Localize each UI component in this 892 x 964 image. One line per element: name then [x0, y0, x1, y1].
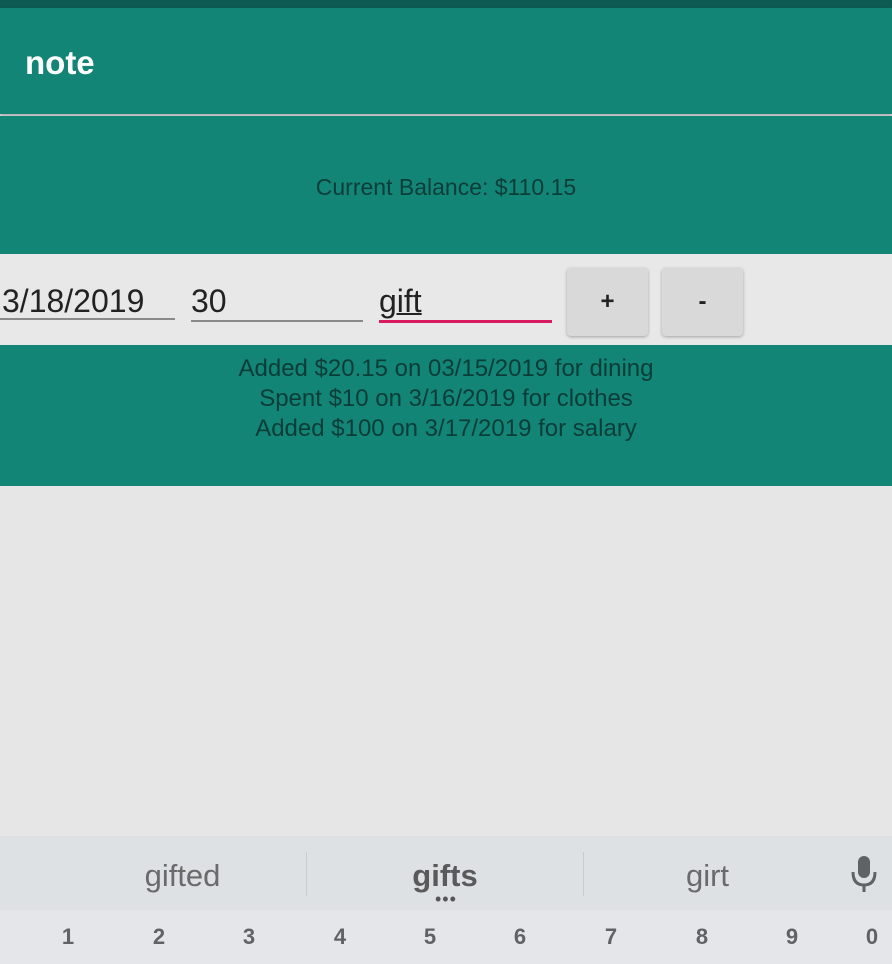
key-9[interactable]: 9 [785, 924, 799, 949]
suggestion-divider [583, 852, 584, 896]
balance-panel: Current Balance: $110.15 [0, 116, 892, 254]
note-input[interactable]: gift [379, 282, 552, 323]
key-7[interactable]: 7 [604, 924, 618, 949]
key-6[interactable]: 6 [513, 924, 527, 949]
status-bar [0, 0, 892, 8]
key-1[interactable]: 1 [61, 924, 75, 949]
key-2[interactable]: 2 [152, 924, 166, 949]
suggestion-gifted[interactable]: gifted [144, 858, 221, 893]
key-8[interactable]: 8 [695, 924, 709, 949]
current-balance-text: Current Balance: $110.15 [315, 174, 577, 200]
key-4[interactable]: 4 [333, 924, 347, 949]
number-row: 1 2 3 4 5 6 7 8 9 0 [0, 910, 892, 964]
key-3[interactable]: 3 [242, 924, 256, 949]
add-button[interactable]: + [567, 268, 648, 336]
app-bar: note [0, 8, 892, 114]
date-input-value: 3/18/2019 [2, 283, 145, 319]
soft-keyboard: gifted gifts ••• girt 1 2 3 4 5 6 7 8 9 … [0, 836, 892, 964]
history-item: Added $20.15 on 03/15/2019 for dining [238, 355, 654, 382]
suggestion-gifts[interactable]: gifts [412, 858, 478, 893]
history-item: Added $100 on 3/17/2019 for salary [255, 415, 637, 442]
suggestion-strip: gifted gifts ••• girt [0, 836, 892, 910]
suggestion-divider [306, 852, 307, 896]
history-item: Spent $10 on 3/16/2019 for clothes [259, 385, 633, 412]
key-0[interactable]: 0 [865, 924, 879, 949]
key-5[interactable]: 5 [423, 924, 437, 949]
app-title: note [25, 44, 95, 81]
subtract-button[interactable]: - [662, 268, 743, 336]
amount-input[interactable]: 30 [191, 282, 363, 322]
amount-input-value: 30 [191, 283, 227, 319]
entry-row: 3/18/2019 30 gift + - [0, 254, 892, 345]
suggestion-girt[interactable]: girt [685, 858, 730, 893]
note-input-value: gift [379, 283, 422, 319]
history-panel: Added $20.15 on 03/15/2019 for dining Sp… [0, 345, 892, 486]
date-input[interactable]: 3/18/2019 [0, 282, 175, 320]
microphone-icon[interactable] [846, 854, 882, 894]
more-suggestions-icon[interactable]: ••• [435, 889, 457, 909]
